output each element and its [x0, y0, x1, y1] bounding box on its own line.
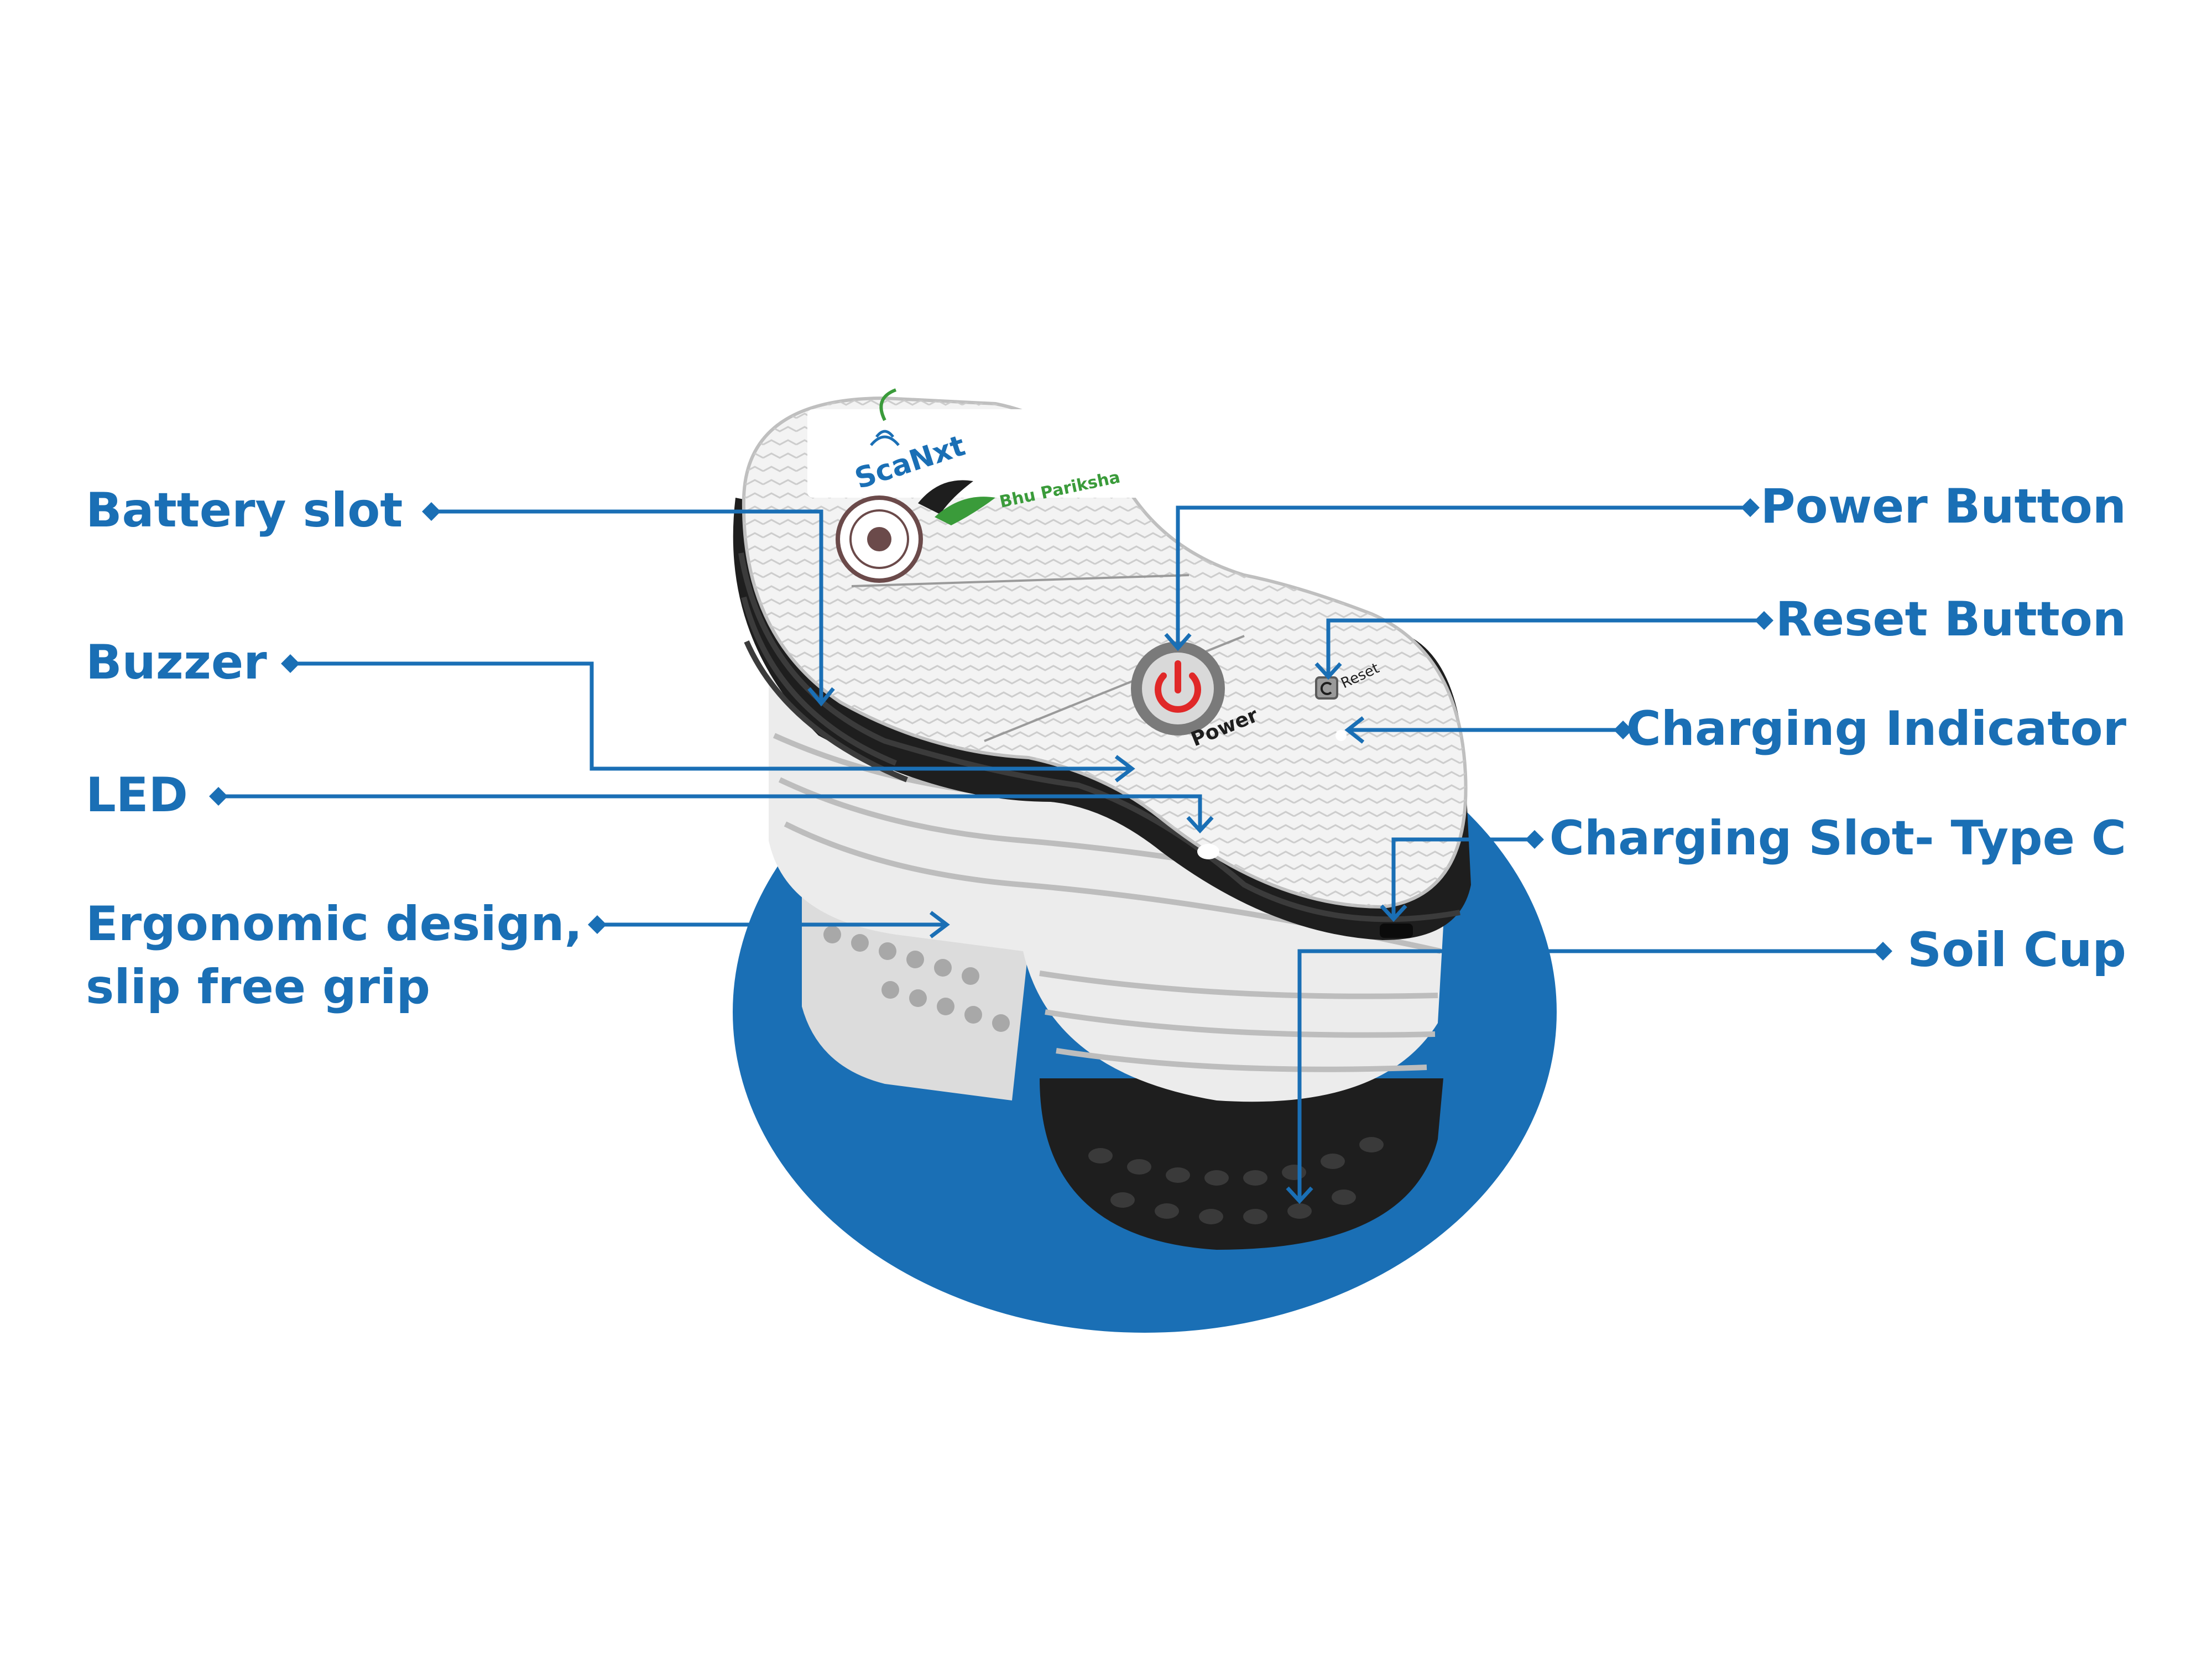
soil-cup: [1040, 1078, 1443, 1250]
callout-ergonomic-design: Ergonomic design, slip free grip: [86, 893, 582, 1019]
leader-charging-slot: [1391, 837, 1535, 918]
callout-charging-indicator: Charging Indicator: [1626, 701, 2126, 757]
panel-divider: [851, 574, 1190, 587]
callout-ergonomic-line2: slip free grip: [86, 959, 431, 1015]
charging-slot: [1380, 924, 1413, 938]
certification-seal: [836, 495, 923, 583]
leader-soil-cup: [1297, 949, 1883, 1200]
top-panel-texture: [743, 398, 1466, 907]
charging-indicator-light: [1335, 730, 1347, 741]
callout-buzzer: Buzzer: [86, 635, 267, 690]
leader-led: [218, 794, 1202, 830]
power-button[interactable]: [1131, 641, 1225, 735]
callout-led: LED: [86, 768, 188, 823]
leader-buzzer: [290, 661, 1131, 771]
callout-charging-slot: Charging Slot- Type C: [1549, 811, 2126, 866]
reset-icon: [1320, 682, 1332, 695]
logo-label: [807, 409, 1150, 498]
leader-power-button: [1176, 505, 1750, 647]
leader-battery-slot: [431, 509, 823, 702]
reset-button[interactable]: [1315, 676, 1338, 700]
leader-lines: [218, 505, 1883, 1204]
callout-ergonomic-line1: Ergonomic design,: [86, 896, 583, 952]
leader-reset-button: [1326, 618, 1764, 676]
power-icon: [1155, 660, 1201, 713]
callout-soil-cup: Soil Cup: [1907, 922, 2126, 978]
led-light: [1197, 844, 1219, 859]
callout-battery-slot: Battery slot: [86, 483, 403, 538]
callout-reset-button: Reset Button: [1775, 592, 2126, 647]
callout-power-button: Power Button: [1760, 479, 2126, 534]
